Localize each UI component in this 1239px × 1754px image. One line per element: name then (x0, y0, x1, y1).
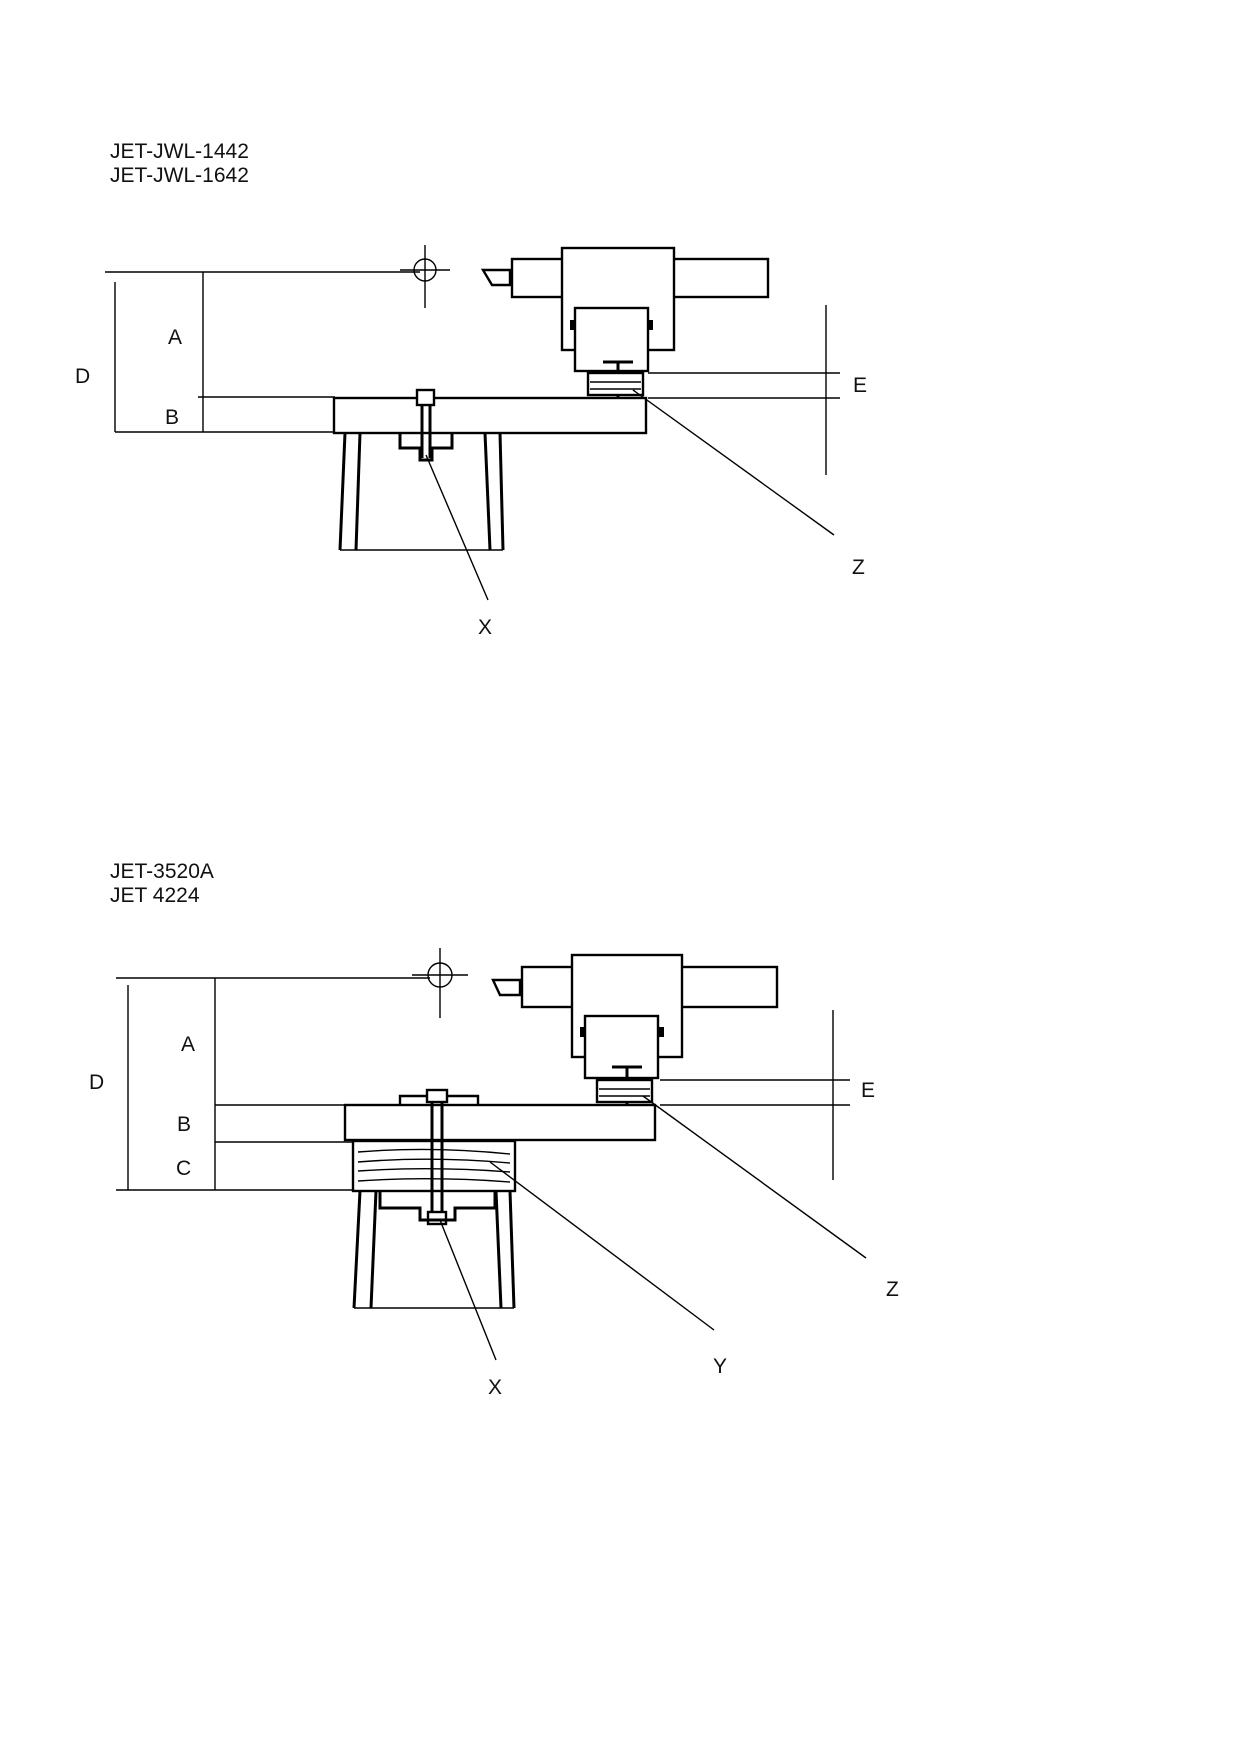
label-a: A (168, 326, 182, 349)
model-name: JET-JWL-1642 (110, 164, 249, 187)
model-name: JET-3520A (110, 860, 214, 883)
diagram-2-model-list: JET-3520A JET 4224 (110, 860, 214, 908)
label-z: Z (886, 1278, 899, 1301)
lathe-bed (343, 1103, 657, 1142)
model-name: JET-JWL-1442 (110, 140, 249, 163)
leader-z (632, 389, 835, 536)
lathe-bed (332, 396, 648, 435)
diagram-1-model-list: JET-JWL-1442 JET-JWL-1642 (110, 140, 249, 188)
leader-y (489, 1161, 715, 1331)
diagram-2-drawing: A D B C E Z Y X (89, 948, 899, 1399)
riser-block-y (351, 1139, 517, 1193)
label-e: E (853, 374, 867, 397)
label-d: D (75, 365, 90, 388)
tool-rest-assembly (480, 246, 770, 421)
label-c: C (176, 1157, 191, 1180)
label-z: Z (852, 556, 865, 579)
leader-z (642, 1095, 867, 1259)
label-y: Y (713, 1355, 727, 1378)
label-x: X (488, 1376, 502, 1399)
spindle-center-mark (400, 245, 450, 308)
label-d: D (89, 1071, 104, 1094)
bolt-x (415, 388, 436, 458)
model-name: JET 4224 (110, 884, 200, 907)
label-a: A (181, 1033, 195, 1056)
label-e: E (861, 1079, 875, 1102)
lathe-stand (352, 1190, 516, 1309)
label-x: X (478, 616, 492, 639)
leader-x (439, 1219, 497, 1361)
spindle-center-mark (412, 948, 468, 1018)
label-b: B (165, 406, 179, 429)
lathe-stand (338, 432, 505, 551)
leader-x (425, 454, 489, 601)
diagram-1-drawing: A D B E Z X (75, 245, 867, 639)
label-b: B (177, 1113, 191, 1136)
tool-rest-assembly (491, 953, 779, 1132)
